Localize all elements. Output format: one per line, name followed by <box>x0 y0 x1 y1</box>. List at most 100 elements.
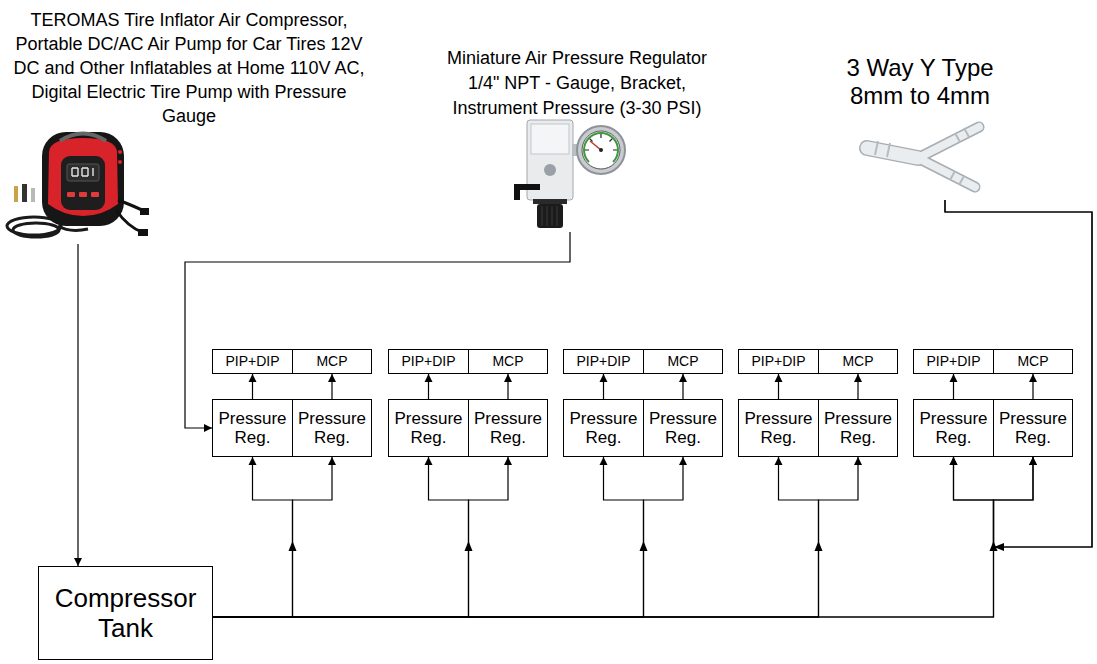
box-label: Pressure Reg. <box>217 409 288 447</box>
pressure-regulator-box: Pressure Reg. <box>468 399 548 457</box>
pressure-regulator-box: Pressure Reg. <box>993 399 1073 457</box>
box-label: MCP <box>1017 353 1048 370</box>
connector-arrow <box>428 374 429 399</box>
output-box: PIP+DIP <box>212 349 293 374</box>
connector-arrow <box>252 374 253 399</box>
pressure-regulator-illustration <box>514 120 625 228</box>
nozzle <box>22 184 27 202</box>
tube-outline <box>918 158 975 187</box>
cable-plug <box>138 229 148 236</box>
adjust-knob <box>537 204 563 228</box>
connector-arrow <box>213 457 858 617</box>
pump-handle <box>60 134 106 142</box>
tube-body <box>918 158 975 187</box>
pump-button <box>91 192 99 197</box>
pressure-regulator-box: Pressure Reg. <box>388 399 469 457</box>
pressure-regulator-box: Pressure Reg. <box>818 399 898 457</box>
connector-arrow <box>213 457 644 617</box>
connector-arrow <box>213 457 819 617</box>
box-label: Pressure Reg. <box>918 409 989 447</box>
connector-arrow <box>213 457 332 617</box>
output-box: MCP <box>468 349 548 374</box>
hose-coil <box>13 223 59 237</box>
nozzle <box>14 186 18 202</box>
mounting-bracket <box>514 184 540 200</box>
output-box: PIP+DIP <box>913 349 994 374</box>
regulator-port <box>544 164 556 176</box>
box-label: PIP+DIP <box>751 353 805 370</box>
barb-rings <box>875 128 969 185</box>
connector-arrow <box>1032 374 1033 399</box>
product-illustration: 3 Way Y Type 8mm to 4mm <box>835 54 1005 200</box>
box-label: Pressure Reg. <box>568 409 639 447</box>
connector-arrow <box>213 457 293 617</box>
output-box: PIP+DIP <box>738 349 819 374</box>
box-label: Pressure Reg. <box>998 409 1068 447</box>
output-box: MCP <box>993 349 1073 374</box>
pump-panel <box>61 156 105 210</box>
box-label: Pressure Reg. <box>473 409 543 447</box>
box-label: Pressure Reg. <box>648 409 718 447</box>
connector-arrow <box>857 374 858 399</box>
cable-plug <box>140 208 149 215</box>
product-caption: 3 Way Y Type 8mm to 4mm <box>835 54 1005 110</box>
product-caption: TEROMAS Tire Inflator Air Compressor, Po… <box>5 8 373 128</box>
box-label: PIP+DIP <box>225 353 279 370</box>
pump-shell <box>48 138 118 216</box>
box-label: MCP <box>316 353 347 370</box>
connector-arrow <box>213 457 683 617</box>
tube-outline <box>918 127 979 158</box>
box-label: PIP+DIP <box>926 353 980 370</box>
gauge-hub <box>599 148 603 152</box>
box-label: Pressure Reg. <box>393 409 464 447</box>
pressure-regulator-box: Pressure Reg. <box>292 399 372 457</box>
output-box: MCP <box>818 349 898 374</box>
regulator-face <box>531 124 569 154</box>
output-box: PIP+DIP <box>563 349 644 374</box>
box-label: MCP <box>492 353 523 370</box>
pump-button <box>67 192 75 197</box>
output-box: PIP+DIP <box>388 349 469 374</box>
y-connector-illustration <box>867 127 979 187</box>
connector-arrow <box>953 374 954 399</box>
connector-arrow <box>213 457 508 617</box>
pump-button <box>79 192 87 197</box>
box-label: MCP <box>842 353 873 370</box>
connector-arrow <box>778 374 779 399</box>
box-label: Pressure Reg. <box>823 409 893 447</box>
connector-arrow <box>213 457 469 617</box>
connector-arrow <box>331 374 332 399</box>
output-box: MCP <box>643 349 723 374</box>
product-illustration: TEROMAS Tire Inflator Air Compressor, Po… <box>5 8 373 244</box>
gauge-needle <box>590 141 601 150</box>
tube-body <box>918 127 979 158</box>
box-label: Compressor Tank <box>45 583 206 643</box>
connector-arrow <box>603 374 604 399</box>
flow-arrowheads <box>289 541 1005 551</box>
gauge-rim <box>577 126 625 174</box>
pressure-regulator-box: Pressure Reg. <box>643 399 723 457</box>
pressure-regulator-box: Pressure Reg. <box>738 399 819 457</box>
connector-arrow <box>213 457 994 617</box>
gauge-ticks <box>585 134 617 150</box>
pressure-regulator-box: Pressure Reg. <box>563 399 644 457</box>
box-label: Pressure Reg. <box>743 409 814 447</box>
nozzle <box>31 188 35 202</box>
display-segments <box>72 168 93 176</box>
box-label: PIP+DIP <box>401 353 455 370</box>
pump-icon <box>118 150 122 154</box>
product-illustration: Miniature Air Pressure Regulator 1/4" NP… <box>432 46 722 232</box>
product-caption: Miniature Air Pressure Regulator 1/4" NP… <box>432 46 722 121</box>
gauge-scale <box>584 133 618 162</box>
pump-body <box>42 132 124 226</box>
gauge-face <box>582 131 620 169</box>
lock-nut <box>533 199 567 204</box>
pressure-regulator-box: Pressure Reg. <box>212 399 293 457</box>
connector-arrow <box>77 244 78 566</box>
power-cable <box>116 210 142 232</box>
tire-inflator-illustration <box>7 132 149 237</box>
output-box: MCP <box>292 349 372 374</box>
knob-ridges <box>542 206 557 226</box>
